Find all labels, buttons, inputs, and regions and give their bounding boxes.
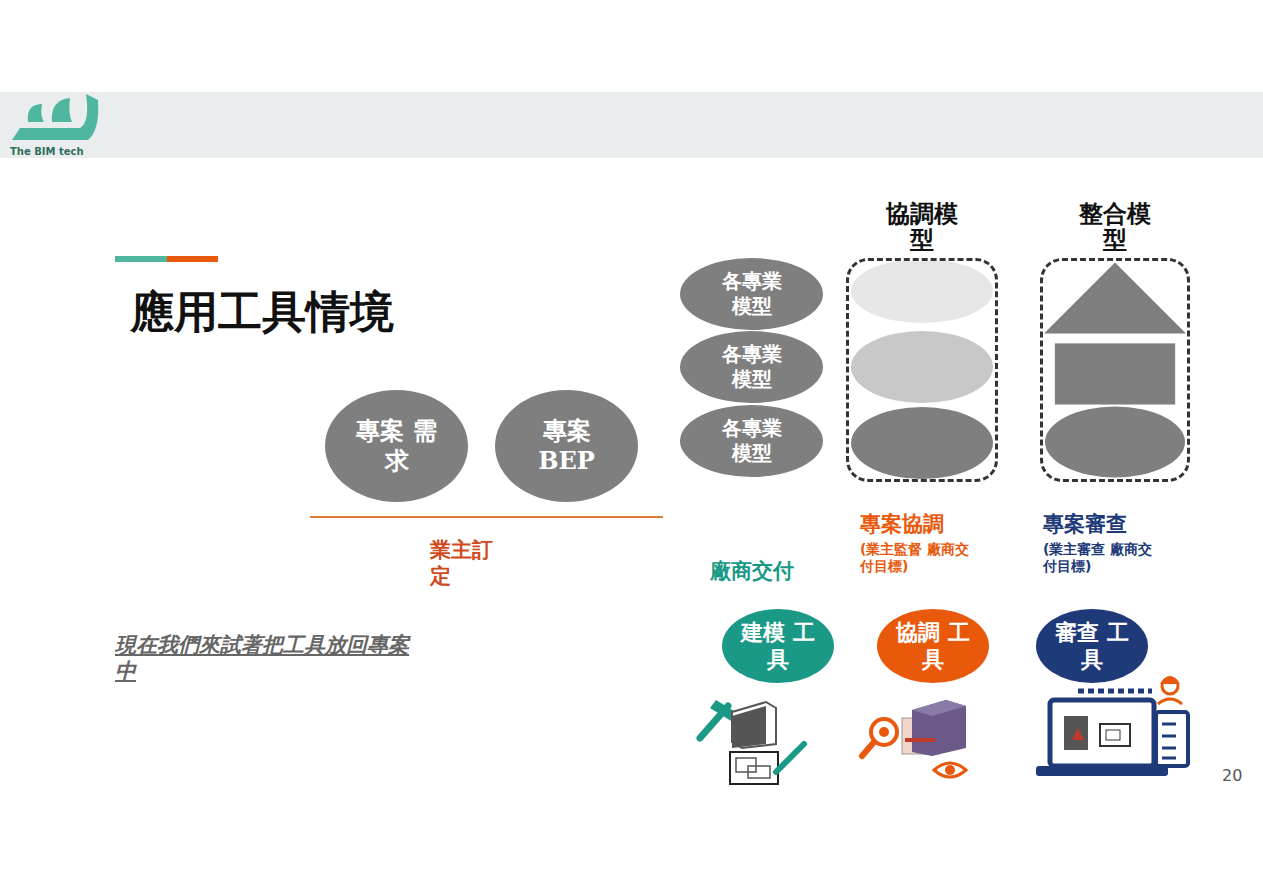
model-heading: 整合模 型 [1075, 201, 1154, 254]
slide-title: 應用工具情境 [130, 284, 394, 339]
node-label: 建模 工具 [741, 619, 816, 674]
review-tool-ellipse: 審查 工具 [1036, 609, 1148, 683]
discipline-model-ellipse: 各專業 模型 [680, 405, 823, 477]
node-label: 審查 工具 [1055, 619, 1130, 674]
bep-ellipse: 專案 BEP [495, 390, 638, 502]
coordination-tool-ellipse: 協調 工具 [877, 609, 989, 683]
stage-note: (業主監督 廠商交付目標) [860, 541, 972, 575]
stage-label: 專案審查 [1043, 511, 1127, 537]
node-label: 專案 BEP [526, 416, 608, 476]
node-label: 各專業 模型 [718, 342, 786, 392]
stage-label: 專案協調 [860, 511, 944, 537]
modeling-tool-ellipse: 建模 工具 [722, 609, 834, 683]
page-number: 20 [1222, 766, 1242, 786]
node-label: 協調 工具 [896, 619, 971, 674]
node-label: 各專業 模型 [718, 416, 786, 466]
model-stack-illustration [849, 261, 995, 479]
discipline-model-ellipse: 各專業 模型 [680, 258, 823, 330]
logo-text: The BIM tech [10, 146, 84, 159]
node-label: 各專業 模型 [718, 269, 786, 319]
coordination-model-box: 協調模 型 [846, 258, 998, 482]
node-label: 專案 需求 [356, 416, 438, 476]
model-stack-illustration [1043, 261, 1187, 479]
model-heading: 協調模 型 [882, 201, 961, 254]
discipline-model-ellipse: 各專業 模型 [680, 331, 823, 403]
note-text: 現在我們來試著把工具放回專案 中 [115, 632, 421, 685]
stage-note: (業主審查 廠商交付目標) [1043, 541, 1155, 575]
requirement-ellipse: 專案 需求 [325, 390, 468, 502]
owner-note: 業主訂 定 [430, 537, 499, 590]
stage-label: 廠商交付 [710, 558, 794, 584]
integration-model-box: 整合模 型 [1040, 258, 1190, 482]
